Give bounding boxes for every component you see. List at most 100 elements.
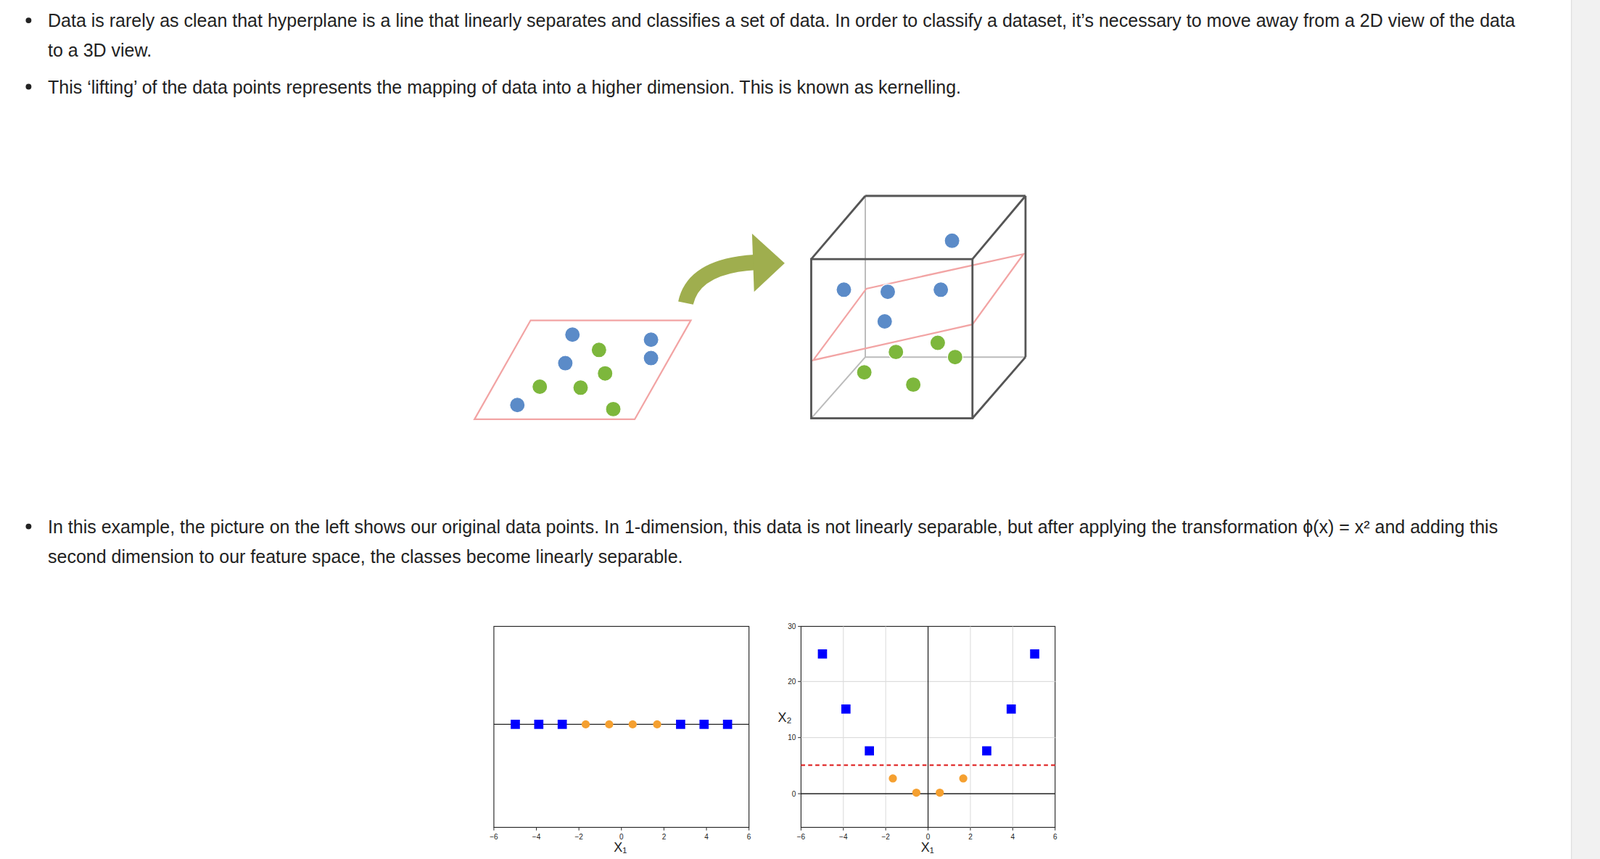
- green-point: [929, 335, 946, 351]
- cube-front: [810, 258, 972, 418]
- tick-mark: [1012, 826, 1014, 830]
- bullet-text: In this example, the picture on the left…: [47, 512, 1528, 572]
- tick-mark: [620, 826, 622, 830]
- green-point: [591, 342, 607, 358]
- tick-mark: [663, 826, 665, 830]
- bullet-dot: [25, 523, 32, 530]
- blue-point: [879, 284, 896, 300]
- chart-frame: [800, 625, 1055, 827]
- class-square: [510, 719, 521, 729]
- tick-mark: [969, 826, 971, 830]
- separating-plane: [813, 253, 1024, 360]
- cube-edge: [972, 195, 1026, 259]
- grid-line: [1012, 625, 1014, 827]
- green-point: [947, 349, 963, 365]
- class-circle: [888, 773, 897, 782]
- class-circle: [604, 720, 613, 729]
- class-square: [982, 746, 992, 756]
- blue-point: [509, 397, 526, 413]
- tick-mark: [535, 826, 537, 830]
- tick-mark: [748, 826, 750, 830]
- cube-edge: [1024, 195, 1028, 357]
- green-point: [605, 401, 621, 417]
- tick-mark: [493, 826, 494, 830]
- green-point: [856, 364, 872, 381]
- axis-label: X₁: [921, 839, 935, 855]
- tick-mark: [797, 625, 801, 627]
- tick-label: 6: [747, 832, 752, 842]
- bullet-dot: [25, 17, 32, 24]
- tick-label: 6: [1053, 832, 1058, 842]
- tick-mark: [797, 681, 801, 682]
- tick-label: 4: [1011, 832, 1016, 842]
- class-square: [1029, 649, 1040, 659]
- class-circle: [958, 773, 967, 782]
- green-point: [532, 378, 548, 394]
- blue-point: [557, 355, 573, 371]
- axis-line: [800, 792, 1055, 794]
- plane-2d: [474, 320, 691, 420]
- green-point: [905, 377, 922, 393]
- cube-hidden-edge: [864, 195, 867, 357]
- class-square: [557, 719, 568, 729]
- scrollbar-track: [1571, 0, 1600, 859]
- scrollbar-border: [1570, 0, 1572, 859]
- tick-label: −2: [881, 832, 890, 842]
- grid-line: [969, 625, 971, 827]
- bullet-text: This ‘lifting’ of the data points repres…: [47, 72, 1528, 103]
- bullet-text: Data is rarely as clean that hyperplane …: [47, 5, 1528, 66]
- tick-mark: [797, 793, 801, 795]
- axis-line: [493, 723, 750, 725]
- axis-line: [927, 625, 929, 827]
- blue-point: [643, 332, 659, 348]
- tick-label: 4: [704, 832, 709, 842]
- tick-mark: [800, 826, 802, 830]
- blue-point: [643, 350, 659, 366]
- tick-label: 2: [662, 832, 667, 842]
- cube-edge: [810, 195, 866, 259]
- decision-boundary: [800, 764, 1055, 766]
- tick-label: 20: [787, 677, 796, 687]
- tick-mark: [885, 826, 887, 830]
- chart-frame: [493, 625, 750, 827]
- class-square: [864, 746, 874, 756]
- class-square: [699, 719, 709, 729]
- lift-arrowhead: [752, 233, 785, 292]
- class-square: [534, 719, 544, 729]
- class-square: [723, 719, 733, 729]
- cube-hidden-edge: [810, 356, 866, 418]
- class-square: [818, 649, 828, 659]
- grid-line: [842, 625, 844, 827]
- class-circle: [912, 788, 921, 797]
- tick-label: 2: [968, 832, 973, 842]
- blue-point: [876, 313, 893, 329]
- tick-label: 30: [787, 622, 796, 632]
- tick-label: 10: [787, 733, 796, 742]
- tick-mark: [578, 826, 580, 830]
- cube-edge: [972, 356, 1026, 418]
- class-square: [1006, 704, 1017, 714]
- class-circle: [581, 720, 590, 729]
- bullet-dot: [25, 84, 32, 90]
- tick-mark: [842, 826, 844, 830]
- class-square: [675, 719, 686, 729]
- green-point: [572, 380, 589, 396]
- blue-point: [565, 327, 581, 343]
- tick-mark: [797, 736, 801, 738]
- green-point: [888, 344, 904, 360]
- blue-point: [933, 282, 949, 298]
- tick-mark: [927, 826, 929, 830]
- class-circle: [935, 788, 944, 797]
- tick-mark: [1054, 826, 1056, 830]
- tick-label: −6: [489, 832, 498, 842]
- class-circle: [628, 720, 637, 729]
- tick-label: −4: [532, 832, 541, 842]
- axis-label: X₂: [777, 710, 792, 725]
- tick-label: −6: [797, 832, 806, 842]
- class-square: [841, 704, 851, 714]
- green-point: [597, 365, 613, 381]
- axis-label: X₁: [613, 839, 627, 855]
- tick-label: −4: [839, 832, 848, 842]
- lift-arrow: [685, 261, 757, 303]
